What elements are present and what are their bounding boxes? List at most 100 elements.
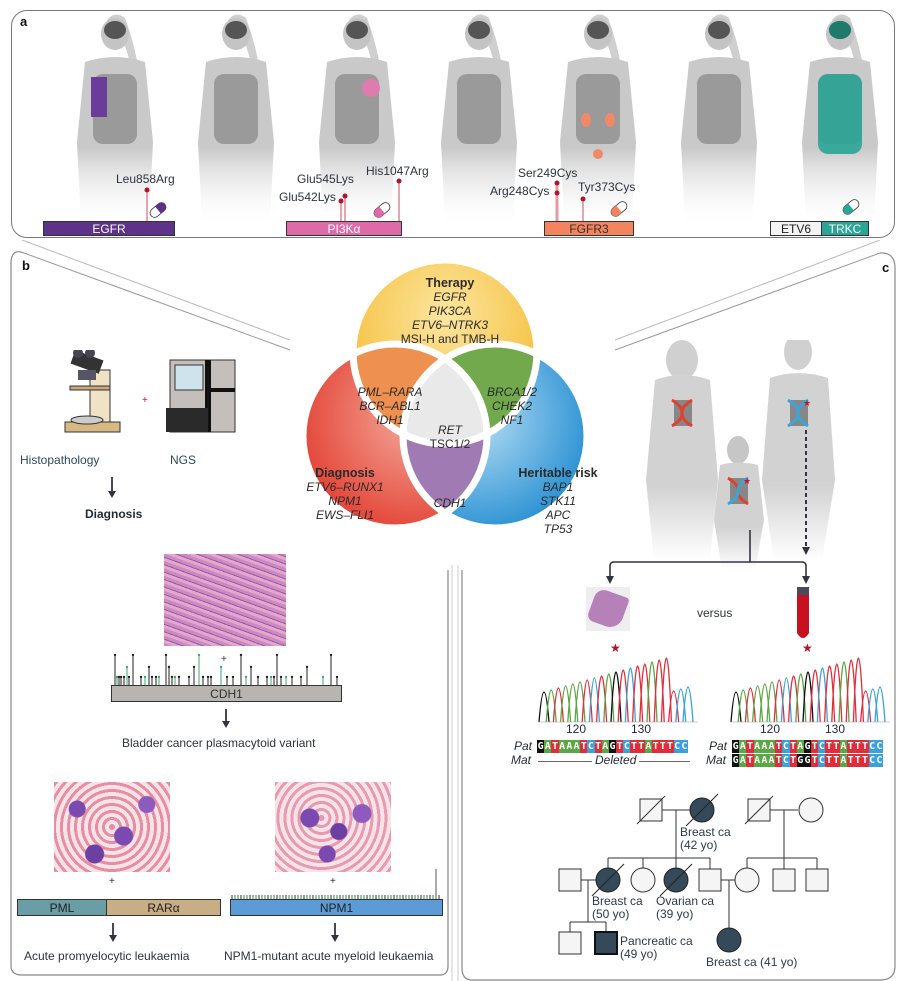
pedigree-female — [734, 867, 760, 893]
nucleotide: C — [868, 740, 876, 753]
chromatogram-peak — [675, 688, 687, 723]
nucleotide: C — [680, 740, 688, 753]
venn-item: BCR–ABL1 — [359, 399, 421, 413]
nucleotide: A — [760, 754, 768, 767]
nucleotide: A — [839, 740, 847, 753]
venn-therapy-diagnosis-text: PML–RARA BCR–ABL1 IDH1 — [350, 385, 430, 427]
arrow-down-icon — [109, 923, 117, 942]
pedigree-male — [805, 868, 829, 892]
venn-therapy-heritable-text: BRCA1/2 CHEK2 NF1 — [472, 385, 552, 427]
axis-tick: 130 — [631, 722, 652, 736]
mutation-dot — [144, 187, 150, 193]
venn-item: CDH1 — [433, 496, 467, 510]
mutation-dot — [265, 675, 269, 679]
panel-b-label: b — [22, 258, 30, 273]
pill-icon — [610, 201, 628, 217]
nucleotide: T — [789, 740, 797, 753]
mutation-dot — [113, 653, 117, 657]
pedigree-annotation: Pancreatic ca (49 yo) — [620, 935, 693, 961]
brain-icon — [346, 21, 368, 39]
chromatogram-peak — [780, 677, 793, 723]
chromatogram-tumour: ★ — [538, 641, 698, 723]
mutation-dot — [249, 665, 253, 669]
venn-item: CHEK2 — [491, 399, 532, 413]
nucleotide: G — [537, 740, 545, 753]
venn-item: NPM1 — [328, 494, 362, 508]
dna-icon-father: ★ — [787, 398, 811, 428]
chromatogram-peak — [667, 690, 680, 723]
mother-figure — [646, 340, 718, 560]
nucleotide: T — [811, 754, 819, 767]
nucleotide: T — [832, 740, 840, 753]
mutation-dot — [329, 653, 333, 657]
chromatogram-peak — [617, 669, 629, 723]
venn-diagnosis-title: Diagnosis — [315, 466, 375, 480]
mutation-dot — [173, 675, 177, 679]
mutation-dot — [396, 178, 402, 184]
mutation-dot — [177, 675, 181, 679]
nucleotide: A — [558, 740, 566, 753]
pedigree-female — [630, 867, 656, 893]
brain-icon — [225, 21, 247, 39]
mutation-dot — [206, 675, 210, 679]
chromatogram-peak — [545, 689, 557, 723]
nucleotide: C — [587, 740, 595, 753]
mutation-dot — [231, 675, 235, 679]
chromatogram-peak — [559, 685, 572, 723]
pedigree-annotation: Breast ca (41 yo) — [706, 955, 798, 969]
pedigree-female-affected — [716, 927, 742, 953]
organs — [214, 74, 258, 144]
mutation-dot — [197, 653, 201, 657]
pill-icon — [842, 199, 860, 215]
venn-item: IDH1 — [376, 413, 404, 427]
versus-label: versus — [697, 606, 733, 620]
diagnosis-text: Breast ca — [680, 825, 731, 839]
chromatogram-peak — [552, 687, 565, 723]
plus-sign: + — [221, 654, 227, 665]
mutation-dot — [256, 675, 260, 679]
nucleotide: T — [594, 740, 602, 753]
mutation-dot — [225, 675, 229, 679]
mutation-dot — [299, 675, 303, 679]
venn-therapy-text: Therapy EGFR PIK3CA ETV6–NTRK3 MSI-H and… — [375, 276, 525, 346]
brain-icon — [587, 21, 609, 39]
venn-item: BRCA1/2 — [486, 385, 538, 399]
mutation-dot — [127, 675, 131, 679]
chromatogram-peak — [730, 691, 742, 723]
nucleotide: C — [875, 754, 883, 767]
nucleotide: A — [839, 754, 847, 767]
chromatogram-peak — [588, 677, 601, 723]
chromatogram-peak — [852, 657, 865, 723]
chromatogram-peak — [787, 675, 800, 723]
mutation-dot — [122, 675, 126, 679]
nucleotide: T — [630, 740, 638, 753]
mat-label: Mat — [706, 753, 727, 767]
aml-result: NPM1-mutant acute myeloid leukaemia — [224, 949, 434, 963]
mutation-dot — [272, 675, 276, 679]
diagnosis-label: Diagnosis — [85, 507, 143, 521]
plus-sign: + — [330, 876, 336, 887]
gene-bar-etv6: ETV6 — [770, 221, 822, 236]
deceased-mark — [591, 863, 625, 897]
instruments: + — [64, 350, 236, 433]
pedigree-chart — [558, 793, 829, 955]
axis-tick: 120 — [566, 722, 587, 736]
nucleotide: C — [868, 754, 876, 767]
chromatogram-peak — [610, 671, 622, 723]
chromatogram-peak — [867, 688, 879, 723]
mutation-dot — [192, 665, 196, 669]
body-figure — [802, 14, 878, 222]
mutation-dot — [143, 675, 147, 679]
apl-result: Acute promyelocytic leukaemia — [24, 949, 190, 963]
panel-frames — [10, 240, 896, 981]
chromatogram-peak — [737, 689, 749, 723]
star-icon: ★ — [802, 641, 813, 655]
mutation-dot — [164, 653, 168, 657]
cdh1-lollipop-plot — [113, 653, 339, 685]
chromatogram-peak — [574, 681, 586, 723]
mutation-dot — [279, 675, 283, 679]
nucleotide: A — [753, 754, 761, 767]
gene-bar-pi3k: PI3Kα — [286, 221, 402, 236]
mutation-dot — [305, 665, 309, 669]
